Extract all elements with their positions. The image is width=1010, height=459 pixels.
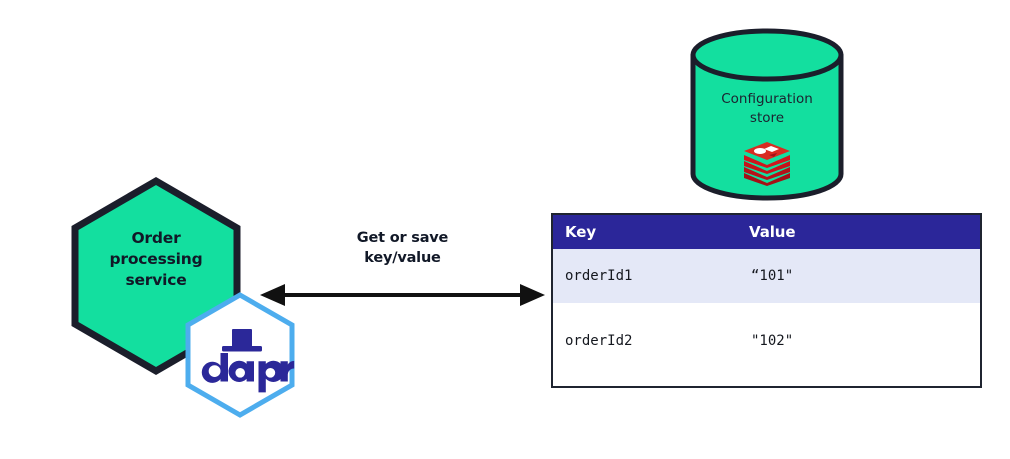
- key-value-table: Key Value orderId1 “101" orderId2 "102": [551, 213, 982, 388]
- store-label-line-1: Configuration: [721, 91, 813, 107]
- cell-key: orderId2: [565, 333, 633, 349]
- arrow-label-line-1: Get or save: [356, 230, 449, 246]
- dapr-hexagon-icon: [185, 292, 295, 418]
- service-label-line-2: processing: [109, 249, 203, 268]
- arrow-label-line-2: key/value: [364, 250, 441, 266]
- service-label: Order processing service: [70, 228, 242, 290]
- dapr-logo: [176, 291, 304, 419]
- redis-logo: [741, 140, 793, 186]
- bidirectional-arrow-icon: [260, 284, 545, 306]
- column-header-value: Value: [749, 223, 796, 241]
- cell-value: "102": [751, 333, 794, 349]
- column-header-key: Key: [565, 223, 597, 241]
- service-label-line-3: service: [125, 270, 187, 289]
- table-row: orderId2 "102": [553, 303, 980, 386]
- cell-value: “101": [751, 268, 794, 284]
- arrow-label: Get or save key/value: [300, 228, 505, 268]
- service-label-line-1: Order: [131, 229, 181, 247]
- redis-icon: [744, 142, 790, 186]
- dapr-tophat-icon: [222, 329, 262, 352]
- cylinder-icon: [690, 28, 844, 201]
- get-or-save-arrow: [255, 275, 550, 319]
- configuration-store-label: Configuration store: [688, 90, 846, 128]
- table-header-row: Key Value: [553, 215, 980, 249]
- store-label-line-2: store: [749, 110, 785, 127]
- configuration-store-node: [688, 28, 846, 204]
- dapr-wordmark-icon: [201, 353, 295, 393]
- table-row: orderId1 “101": [553, 249, 980, 303]
- cell-key: orderId1: [565, 268, 633, 284]
